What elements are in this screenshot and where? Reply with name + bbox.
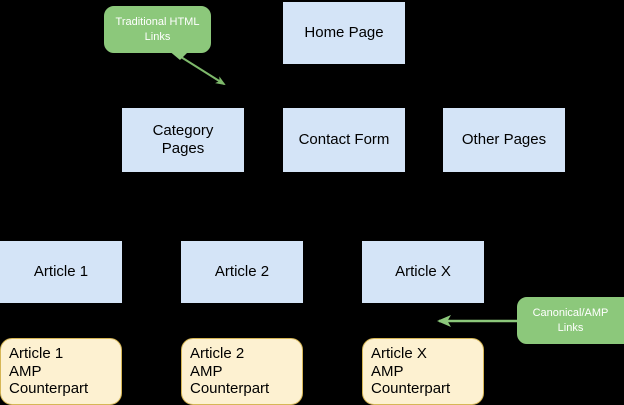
node-article-x-label: Article X (395, 263, 451, 281)
node-article-2-amp-counterpart[interactable]: Article 2 AMP Counterpart (181, 338, 303, 405)
node-article-1-amp-counterpart[interactable]: Article 1 AMP Counterpart (0, 338, 122, 405)
node-article-2-label: Article 2 (214, 263, 270, 281)
node-home-page[interactable]: Home Page (283, 2, 405, 64)
callout-canonical-amp-links[interactable]: Canonical/AMP Links (517, 297, 624, 344)
node-article-x[interactable]: Article X (362, 241, 484, 303)
node-article-1-amp-counterpart-label: Article 1 AMP Counterpart (9, 344, 89, 398)
callout-traditional-html-links-label: Traditional HTML Links (115, 15, 200, 43)
node-category-pages[interactable]: Category Pages (122, 108, 244, 172)
node-article-2[interactable]: Article 2 (181, 241, 303, 303)
node-category-pages-label: Category Pages (152, 122, 214, 157)
node-article-x-amp-counterpart-label: Article X AMP Counterpart (371, 344, 451, 398)
callout-canonical-amp-links-label: Canonical/AMP Links (532, 306, 609, 334)
connector-traditional-links (180, 56, 226, 86)
node-contact-form[interactable]: Contact Form (283, 108, 405, 172)
node-other-pages-label: Other Pages (461, 131, 547, 149)
node-article-2-amp-counterpart-label: Article 2 AMP Counterpart (190, 344, 270, 398)
node-contact-form-label: Contact Form (298, 131, 390, 149)
node-home-page-label: Home Page (304, 24, 384, 42)
callout-traditional-html-links[interactable]: Traditional HTML Links (104, 6, 211, 53)
node-article-1-label: Article 1 (33, 263, 89, 281)
node-article-1[interactable]: Article 1 (0, 241, 122, 303)
node-other-pages[interactable]: Other Pages (443, 108, 565, 172)
node-article-x-amp-counterpart[interactable]: Article X AMP Counterpart (362, 338, 484, 405)
